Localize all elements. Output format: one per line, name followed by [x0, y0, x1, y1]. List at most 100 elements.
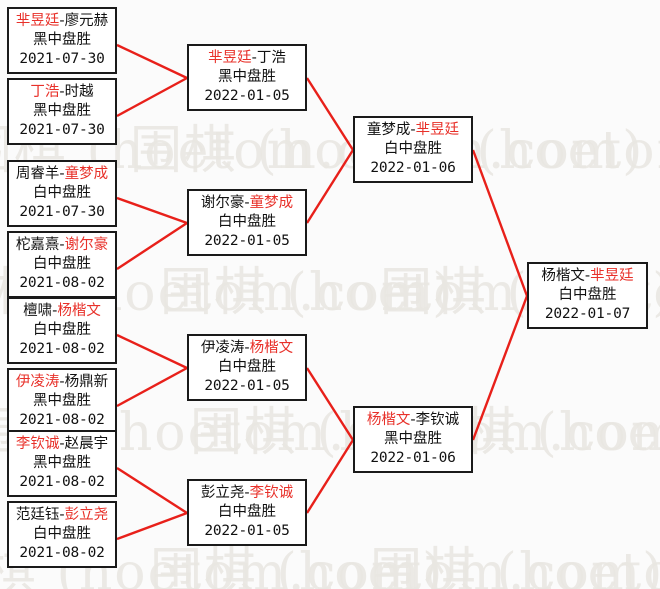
match-players: 周睿羊-童梦成 [9, 165, 115, 184]
connector-line [116, 366, 188, 408]
player-separator: - [59, 436, 65, 452]
player-loser: 伊凌涛 [200, 340, 245, 356]
player-separator: - [59, 13, 65, 29]
connector-line [305, 77, 355, 151]
player-winner: 芈昱廷 [415, 122, 460, 138]
player-separator: - [410, 122, 416, 138]
match-players: 李钦诚-赵晨宇 [9, 435, 115, 454]
match-result: 黑中盘胜 [218, 69, 276, 85]
player-separator: - [59, 507, 65, 523]
player-separator: - [584, 268, 591, 284]
player-loser: 赵晨宇 [64, 436, 109, 452]
player-winner: 芈昱廷 [208, 50, 252, 66]
match-players: 彭立尧-李钦诚 [189, 484, 305, 503]
player-loser: 丁浩 [256, 50, 286, 66]
player-winner: 芈昱廷 [590, 268, 634, 284]
player-separator: - [244, 340, 250, 356]
player-loser: 范廷钰 [15, 507, 60, 523]
player-loser: 杨鼎新 [64, 374, 109, 390]
match-players: 伊凌涛-杨楷文 [189, 339, 305, 358]
match-date: 2021-07-30 [19, 51, 105, 67]
match-date: 2021-08-02 [19, 341, 105, 357]
match-date: 2021-08-02 [19, 474, 105, 490]
player-loser: 时越 [64, 84, 94, 100]
player-winner: 谢尔豪 [64, 237, 109, 253]
player-separator: - [59, 237, 65, 253]
match-players: 丁浩-时越 [9, 83, 115, 102]
player-loser: 檀啸 [23, 303, 53, 319]
match-date: 2022-01-05 [204, 233, 290, 249]
player-separator: - [52, 303, 58, 319]
match-players: 范廷钰-彭立尧 [9, 506, 115, 525]
player-separator: - [59, 84, 65, 100]
match-result: 白中盘胜 [33, 526, 91, 542]
player-separator: - [244, 485, 250, 501]
player-separator: - [244, 195, 250, 211]
connector-line [471, 295, 529, 441]
match-players: 杨楷文-芈昱廷 [529, 267, 646, 286]
player-loser: 周睿羊 [15, 166, 60, 182]
match-date: 2022-01-05 [204, 88, 290, 104]
match-players: 谢尔豪-童梦成 [189, 194, 305, 213]
match-box[interactable]: 芈昱廷-廖元赫黑中盘胜 2021-07-30 [7, 7, 117, 74]
player-winner: 童梦成 [64, 166, 109, 182]
match-date: 2022-01-05 [204, 378, 290, 394]
player-loser: 杨楷文 [541, 268, 585, 284]
match-date: 2022-01-06 [370, 160, 456, 176]
match-result: 黑中盘胜 [384, 431, 442, 447]
player-winner: 芈昱廷 [15, 13, 60, 29]
match-players: 芈昱廷-廖元赫 [9, 12, 115, 31]
player-winner: 丁浩 [30, 84, 60, 100]
match-box[interactable]: 芈昱廷-丁浩黑中盘胜 2022-01-05 [187, 44, 307, 111]
match-players: 檀啸-杨楷文 [9, 302, 115, 321]
connector-line [305, 439, 355, 514]
match-result: 黑中盘胜 [33, 455, 91, 471]
player-winner: 李钦诚 [249, 485, 294, 501]
connector-line [116, 333, 188, 370]
player-separator: - [59, 374, 65, 390]
match-result: 白中盘胜 [384, 141, 442, 157]
player-winner: 李钦诚 [15, 436, 60, 452]
player-winner: 杨楷文 [249, 340, 294, 356]
player-loser: 柁嘉熹 [15, 237, 60, 253]
match-result: 白中盘胜 [33, 322, 91, 338]
match-result: 白中盘胜 [33, 256, 91, 272]
player-winner: 彭立尧 [64, 507, 109, 523]
match-date: 2021-08-02 [19, 545, 105, 561]
match-date: 2021-07-30 [19, 204, 105, 220]
connector-line [471, 149, 529, 297]
connector-line [116, 43, 188, 80]
match-result: 白中盘胜 [218, 504, 276, 520]
player-loser: 谢尔豪 [200, 195, 245, 211]
connector-line [116, 76, 188, 118]
player-winner: 杨楷文 [57, 303, 101, 319]
match-result: 黑中盘胜 [33, 32, 91, 48]
match-date: 2022-01-07 [544, 306, 631, 322]
match-result: 白中盘胜 [558, 287, 617, 303]
player-winner: 伊凌涛 [15, 374, 60, 390]
player-separator: - [251, 50, 257, 66]
player-separator: - [59, 166, 65, 182]
connector-line [305, 149, 355, 224]
player-winner: 杨楷文 [366, 412, 411, 428]
watermark-text: 围棋 (hoetom.com) [370, 543, 660, 589]
player-loser: 彭立尧 [200, 485, 245, 501]
match-players: 伊凌涛-杨鼎新 [9, 373, 115, 392]
match-date: 2021-08-02 [19, 412, 105, 428]
player-loser: 李钦诚 [415, 412, 460, 428]
match-result: 白中盘胜 [33, 185, 91, 201]
match-players: 杨楷文-李钦诚 [355, 411, 471, 430]
